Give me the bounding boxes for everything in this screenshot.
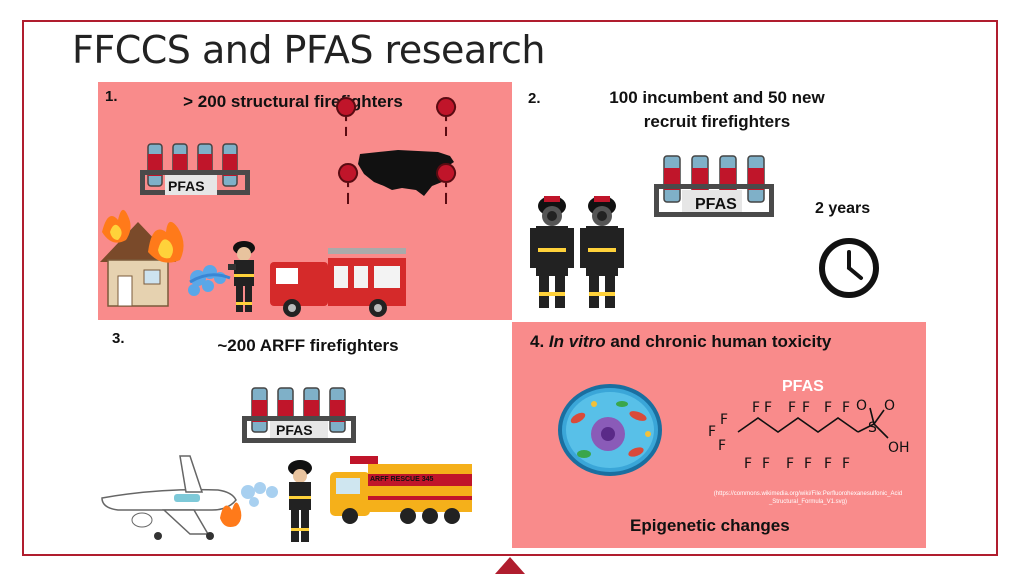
svg-text:F: F — [708, 424, 716, 440]
panel-number: 2. — [528, 90, 541, 107]
svg-text:F: F — [824, 400, 832, 416]
svg-text:F: F — [718, 438, 726, 454]
svg-text:OH: OH — [888, 440, 910, 456]
svg-text:F: F — [720, 412, 728, 428]
svg-text:F: F — [802, 400, 810, 416]
panel-heading: 4. In vitro and chronic human toxicity — [530, 330, 831, 354]
svg-text:F: F — [804, 456, 812, 472]
panel-heading-line1: 100 incumbent and 50 new — [609, 88, 825, 107]
panel-number: 4. — [530, 332, 545, 351]
firefighter-icon — [530, 196, 574, 308]
image-source-url: (https://commons.wikimedia.org/wiki/File… — [688, 490, 928, 506]
firefighter-icon — [580, 196, 624, 308]
panel-heading: ~200 ARFF firefighters — [217, 336, 399, 355]
truck-label: ARFF RESCUE 345 — [370, 476, 434, 483]
panel-incumbent-recruit: 2. 100 incumbent and 50 new recruit fire… — [512, 82, 926, 320]
svg-text:F: F — [824, 456, 832, 472]
panel-number: 3. — [112, 330, 125, 347]
test-tube-rack-icon — [654, 155, 774, 217]
panel1-illustration — [100, 97, 457, 317]
svg-text:F: F — [842, 456, 850, 472]
panel2-illustration — [530, 155, 879, 308]
panel-number: 1. — [105, 88, 118, 105]
url-line-1: (https://commons.wikimedia.org/wiki/File… — [713, 491, 903, 497]
svg-text:O: O — [856, 398, 867, 414]
svg-text:S: S — [868, 420, 877, 436]
pfas-molecule-icon — [737, 407, 889, 439]
map-pin-icon — [338, 163, 359, 205]
fire-icon — [220, 502, 242, 527]
cell-icon — [558, 384, 662, 476]
heading-rest: and chronic human toxicity — [605, 332, 832, 351]
duration-label: 2 years — [815, 200, 871, 217]
test-tube-rack-icon — [140, 143, 250, 195]
svg-text:F: F — [744, 456, 752, 472]
fire-truck-icon — [270, 248, 406, 317]
tube-rack-label: PFAS — [168, 178, 205, 194]
panel-arff-firefighters: 3. ~200 ARFF firefighters — [98, 320, 512, 548]
map-pin-icon — [436, 97, 457, 137]
usa-map-icon — [358, 150, 454, 196]
slide-title: FFCCS and PFAS research — [72, 28, 545, 72]
svg-text:F: F — [762, 456, 770, 472]
clock-icon — [819, 238, 879, 298]
url-line-2: _Structural_Formula_V1.svg) — [768, 499, 848, 505]
svg-text:F: F — [786, 456, 794, 472]
tube-rack-label: PFAS — [695, 196, 737, 213]
pfas-label: PFAS — [782, 378, 824, 395]
svg-text:F: F — [842, 400, 850, 416]
next-slide-arrow[interactable] — [495, 557, 525, 574]
slide-frame — [22, 20, 998, 556]
panel3-illustration — [101, 387, 472, 542]
airplane-icon — [101, 455, 237, 540]
svg-text:F: F — [752, 400, 760, 416]
firefighter-icon — [228, 241, 255, 312]
svg-text:F: F — [788, 400, 796, 416]
map-pin-icon — [436, 163, 457, 205]
svg-text:F: F — [764, 400, 772, 416]
panel-toxicity: 4. In vitro and chronic human toxicity F… — [512, 322, 926, 548]
test-tube-rack-icon — [242, 387, 356, 443]
map-pin-icon — [336, 97, 357, 137]
house-on-fire-icon — [100, 209, 184, 307]
panel-heading-line2: recruit firefighters — [643, 112, 791, 131]
epigenetic-label: Epigenetic changes — [630, 516, 790, 535]
fire-truck-icon — [330, 456, 472, 524]
heading-italic: In vitro — [548, 332, 606, 351]
tube-rack-label: PFAS — [276, 422, 313, 438]
firefighter-icon — [288, 460, 312, 542]
svg-text:O: O — [884, 398, 895, 414]
panel-structural-firefighters: 1. > 200 structural firefighters — [98, 82, 512, 320]
